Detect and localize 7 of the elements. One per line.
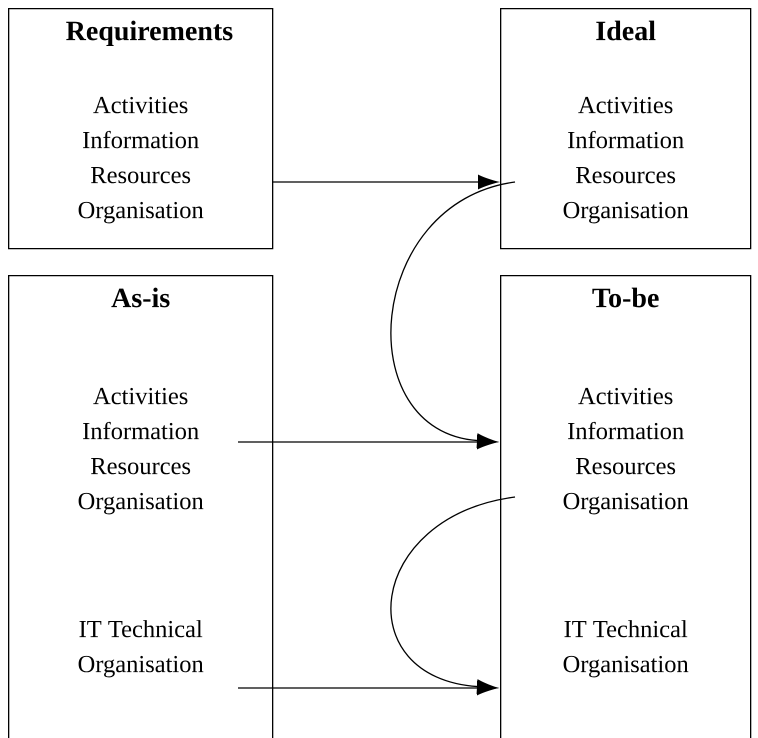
list-box: Ideal Activities Information Resources Organisation [500, 8, 752, 250]
arrow [272, 174, 498, 190]
arrow [238, 434, 497, 450]
arrow [238, 680, 497, 696]
list-box: To-be Activities Information Resources Organisation IT Technical Organisation [500, 275, 752, 738]
list-box: As-is Activities Information Resources Organisation IT Technical Organisation [8, 275, 274, 738]
list-box: Requirements Activities Information Resources Organisation [8, 8, 274, 250]
